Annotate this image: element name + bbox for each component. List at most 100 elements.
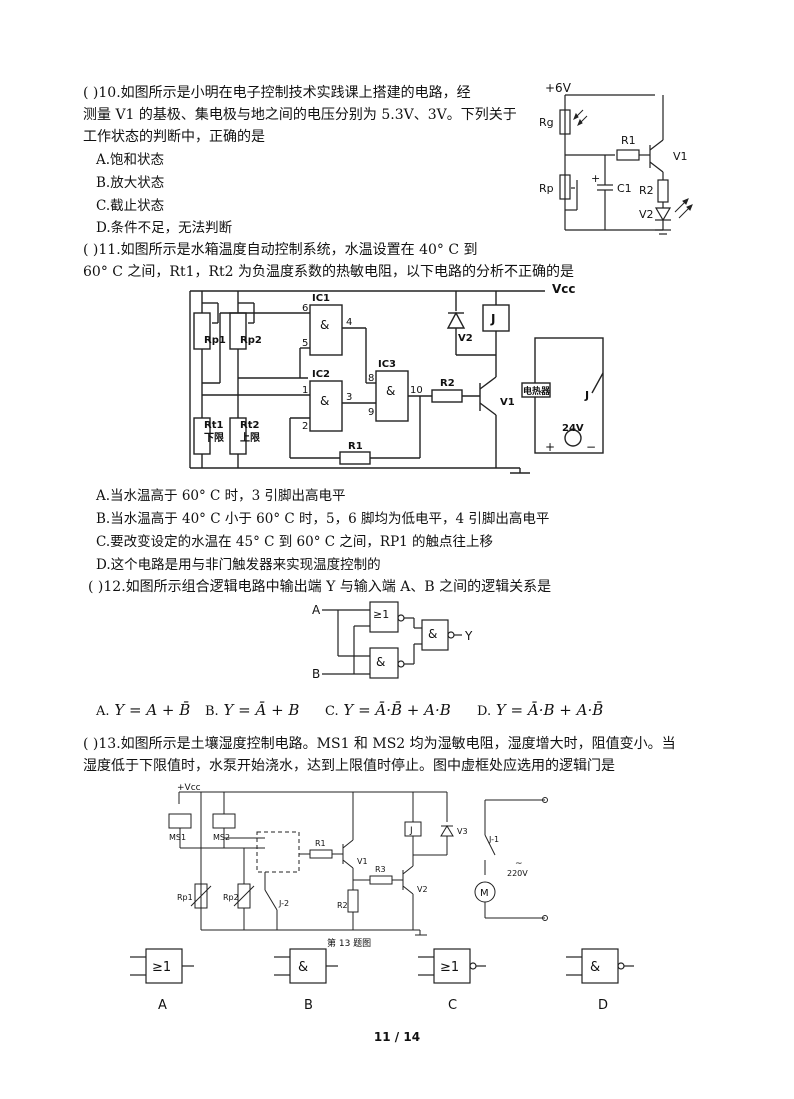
q11-pin8: 8 xyxy=(368,373,374,384)
q11-v2-label: V2 xyxy=(458,333,473,344)
q11-r1-label: R1 xyxy=(348,441,363,452)
q13-v1-label: V1 xyxy=(357,857,368,866)
q11-minus-label: − xyxy=(586,440,596,454)
q13-v2-label: V2 xyxy=(417,885,428,894)
q12-answer-b-label: B. xyxy=(205,704,219,719)
q11-switch-label: J xyxy=(584,389,589,402)
q11-plus-label: + xyxy=(545,440,555,454)
q13-gate-d xyxy=(566,948,634,984)
q12-output-y: Y xyxy=(464,629,473,643)
q10-option-d: D.条件不足，无法判断 xyxy=(96,220,233,236)
q12-answer-c-label: C. xyxy=(325,704,339,719)
q10-v1-label: V1 xyxy=(673,150,688,163)
q12-logic-figure: A B Y ≥1 & & xyxy=(312,601,473,681)
q11-v1-label: V1 xyxy=(500,397,515,408)
q10-r1-label: R1 xyxy=(621,134,636,147)
q13-ms2-label: MS2 xyxy=(213,833,230,842)
q11-rt1-label: Rt1 xyxy=(204,420,223,431)
q13-j1-label: J-1 xyxy=(488,835,499,844)
q13-220v-label: 220V xyxy=(507,869,528,878)
q10-option-b: B.放大状态 xyxy=(96,175,165,191)
q10-v2-label: V2 xyxy=(639,208,654,221)
q13-j2-label: J-2 xyxy=(278,899,289,908)
q13-stem-line1: ( )13.如图所示是土壤湿度控制电路。MS1 和 MS2 均为湿敏电阻，湿度增… xyxy=(83,736,676,752)
page-number: 11 / 14 xyxy=(373,1030,421,1044)
q13-gate-b xyxy=(274,948,338,984)
q12-answer-c: C. Y = Ā·B̄ + A·B xyxy=(325,701,451,719)
q10-vsupply-label: +6V xyxy=(545,81,572,95)
q11-pin10: 10 xyxy=(410,385,423,396)
q13-rp1-label: Rp1 xyxy=(177,893,193,902)
q10-rg-label: Rg xyxy=(539,116,554,129)
q12-and-gate1-symbol: & xyxy=(376,655,385,669)
q10-stem-line2: 测量 V1 的基极、集电极与地之间的电压分别为 5.3V、3V。下列关于 xyxy=(83,107,517,123)
q11-24v-label: 24V xyxy=(562,423,584,434)
q11-pin3: 3 xyxy=(346,392,352,403)
q12-answer-d-label: D. xyxy=(477,704,492,719)
q12-answer-a-expr: Y = A + B̄ xyxy=(114,701,191,719)
q13-gate-c-symbol: ≥1 xyxy=(440,960,459,975)
q11-stem-line1: ( )11.如图所示是水箱温度自动控制系统，水温设置在 40° C 到 xyxy=(83,242,478,258)
q12-answer-a: A. Y = A + B̄ xyxy=(96,701,190,719)
q10-circuit-figure: +6V Rg R1 V1 Rp + C1 R2 V2 xyxy=(539,81,693,235)
q12-answer-b: B. Y = Ā + B xyxy=(205,701,299,719)
q11-rt1-note: 下限 xyxy=(204,432,225,444)
q13-gate-a-symbol: ≥1 xyxy=(152,960,171,975)
q13-ac-symbol: ~ xyxy=(515,859,523,869)
q10-stem-line1: ( )10.如图所示是小明在电子控制技术实践课上搭建的电路，经 xyxy=(83,85,471,101)
q11-rp1-label: Rp1 xyxy=(204,335,226,346)
q13-r3-label: R3 xyxy=(375,865,386,874)
q12-input-b: B xyxy=(312,667,320,681)
q13-v3-label: V3 xyxy=(457,827,468,836)
q13-motor-label: M xyxy=(480,888,489,899)
q11-ic1-label: IC1 xyxy=(312,293,330,304)
q13-gate-a-letter: A xyxy=(158,998,167,1013)
q11-option-d: D.这个电路是用与非门触发器来实现温度控制的 xyxy=(96,557,381,573)
q11-r2-label: R2 xyxy=(440,378,455,389)
q10-option-a: A.饱和状态 xyxy=(96,152,165,168)
q11-vcc-label: Vcc xyxy=(552,283,576,296)
q11-relay-label: J xyxy=(490,312,495,326)
q13-vcc-label: +Vcc xyxy=(177,783,201,793)
q11-pin9: 9 xyxy=(368,407,374,418)
q13-relay-label: J xyxy=(409,826,413,836)
q13-gate-c-letter: C xyxy=(448,998,457,1013)
q11-ic3-label: IC3 xyxy=(378,359,396,370)
q11-ic1-symbol: & xyxy=(320,318,329,332)
q13-gate-d-symbol: & xyxy=(590,960,600,975)
q12-answer-c-expr: Y = Ā·B̄ + A·B xyxy=(343,701,451,719)
q10-r2-label: R2 xyxy=(639,184,654,197)
q11-ic3-symbol: & xyxy=(386,384,395,398)
q13-gate-b-symbol: & xyxy=(298,960,308,975)
q13-gate-c xyxy=(418,948,486,984)
q10-rp-label: Rp xyxy=(539,182,554,195)
q12-answer-d: D. Y = Ā·B + A·B̄ xyxy=(477,701,603,719)
q11-ic2-label: IC2 xyxy=(312,369,330,380)
q12-and-gate2-symbol: & xyxy=(428,627,437,641)
q11-rp2-label: Rp2 xyxy=(240,335,262,346)
q13-ms1-label: MS1 xyxy=(169,833,186,842)
q11-option-a: A.当水温高于 60° C 时，3 引脚出高电平 xyxy=(96,488,346,504)
q12-answer-d-expr: Y = Ā·B + A·B̄ xyxy=(495,701,604,719)
q13-r2-label: R2 xyxy=(337,901,348,910)
q10-c1-label: C1 xyxy=(617,182,632,195)
q13-rp2-label: Rp2 xyxy=(223,893,239,902)
q12-stem: ( )12.如图所示组合逻辑电路中输出端 Y 与输入端 A、B 之间的逻辑关系是 xyxy=(88,579,552,595)
q11-pin6: 6 xyxy=(302,303,308,314)
q13-gate-a xyxy=(130,948,194,984)
q11-stem-line2: 60° C 之间，Rt1，Rt2 为负温度系数的热敏电阻，以下电路的分析不正确的… xyxy=(83,264,575,280)
q11-rt2-label: Rt2 xyxy=(240,420,259,431)
q11-pin2: 2 xyxy=(302,421,308,432)
q11-heater-label: 电热器 xyxy=(523,385,551,397)
q13-r1-label: R1 xyxy=(315,839,326,848)
q13-gate-options: ≥1 & ≥1 & A B C D xyxy=(130,948,634,1013)
q11-pin1: 1 xyxy=(302,385,308,396)
q10-option-c: C.截止状态 xyxy=(96,198,165,214)
q11-pin4: 4 xyxy=(346,317,352,328)
q12-or-gate-symbol: ≥1 xyxy=(373,608,389,621)
q11-circuit-figure: Vcc Rp1 Rp2 Rt1 下限 Rt2 上限 IC1 IC2 IC3 & … xyxy=(189,283,604,474)
q13-circuit-figure: +Vcc MS1 MS2 R1 V1 R3 V2 J V3 J-1 ~ 220V… xyxy=(168,783,548,949)
q12-answer-b-expr: Y = Ā + B xyxy=(223,701,300,719)
q10-stem-line3: 工作状态的判断中，正确的是 xyxy=(83,129,265,145)
q10-c1-plus: + xyxy=(591,172,600,185)
